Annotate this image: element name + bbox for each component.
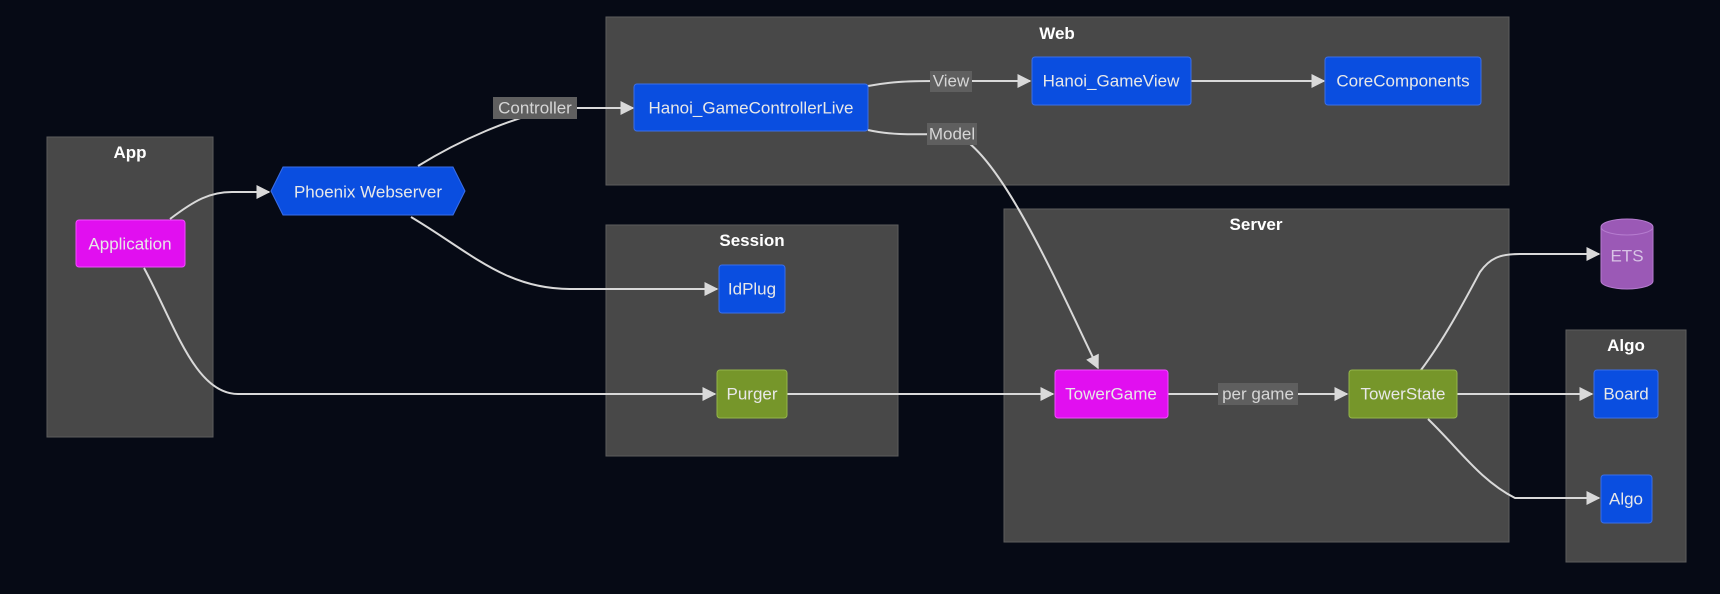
svg-text:View: View — [933, 72, 970, 91]
edge-application-phoenix — [169, 185, 271, 220]
node-purger[interactable]: Purger — [716, 369, 788, 419]
cluster-session: Session — [605, 224, 899, 457]
svg-text:Controller: Controller — [498, 99, 572, 118]
svg-text:Board: Board — [1603, 385, 1648, 404]
cluster-algo: Algo — [1565, 329, 1687, 563]
edges — [143, 74, 1601, 505]
node-algo[interactable]: Algo — [1600, 474, 1653, 524]
cluster-server-title: Server — [1230, 215, 1283, 234]
svg-text:Hanoi_GameView: Hanoi_GameView — [1043, 72, 1180, 91]
node-ets-database[interactable]: ETS — [1600, 218, 1654, 290]
cluster-app: App — [46, 136, 214, 438]
cluster-web-title: Web — [1039, 24, 1075, 43]
node-board[interactable]: Board — [1593, 369, 1659, 419]
node-corecomponents[interactable]: CoreComponents — [1324, 56, 1482, 106]
edge-towerstate-ets — [1420, 247, 1601, 371]
edge-phoenix-idplug — [410, 216, 719, 296]
cluster-app-title: App — [113, 143, 146, 162]
edge-label-controller: Controller — [493, 97, 577, 119]
svg-text:Application: Application — [88, 235, 171, 254]
svg-text:TowerState: TowerState — [1360, 385, 1445, 404]
svg-text:Hanoi_GameControllerLive: Hanoi_GameControllerLive — [648, 99, 853, 118]
svg-text:per game: per game — [1222, 385, 1294, 404]
svg-text:Phoenix Webserver: Phoenix Webserver — [294, 183, 442, 202]
svg-text:Purger: Purger — [726, 385, 777, 404]
svg-text:IdPlug: IdPlug — [728, 280, 776, 299]
svg-text:Model: Model — [929, 125, 975, 144]
node-towerstate[interactable]: TowerState — [1348, 369, 1458, 419]
node-idplug[interactable]: IdPlug — [718, 264, 786, 314]
cluster-algo-title: Algo — [1607, 336, 1645, 355]
node-towergame[interactable]: TowerGame — [1054, 369, 1169, 419]
edge-application-purger — [143, 267, 717, 401]
svg-text:ETS: ETS — [1610, 247, 1643, 266]
node-phoenix-webserver[interactable]: Phoenix Webserver — [270, 166, 466, 216]
edge-label-view: View — [930, 71, 972, 92]
node-application[interactable]: Application — [75, 219, 186, 268]
edge-label-per-game: per game — [1218, 383, 1298, 405]
edge-towerstate-algo — [1427, 418, 1601, 505]
svg-text:TowerGame: TowerGame — [1065, 385, 1157, 404]
svg-text:CoreComponents: CoreComponents — [1336, 72, 1469, 91]
edge-controller-towergame — [867, 129, 1099, 370]
edge-label-model: Model — [927, 123, 977, 145]
node-hanoi-gameview[interactable]: Hanoi_GameView — [1031, 56, 1192, 106]
node-hanoi-gamecontrollerlive[interactable]: Hanoi_GameControllerLive — [633, 83, 869, 132]
svg-text:Algo: Algo — [1609, 490, 1643, 509]
cluster-session-title: Session — [719, 231, 784, 250]
